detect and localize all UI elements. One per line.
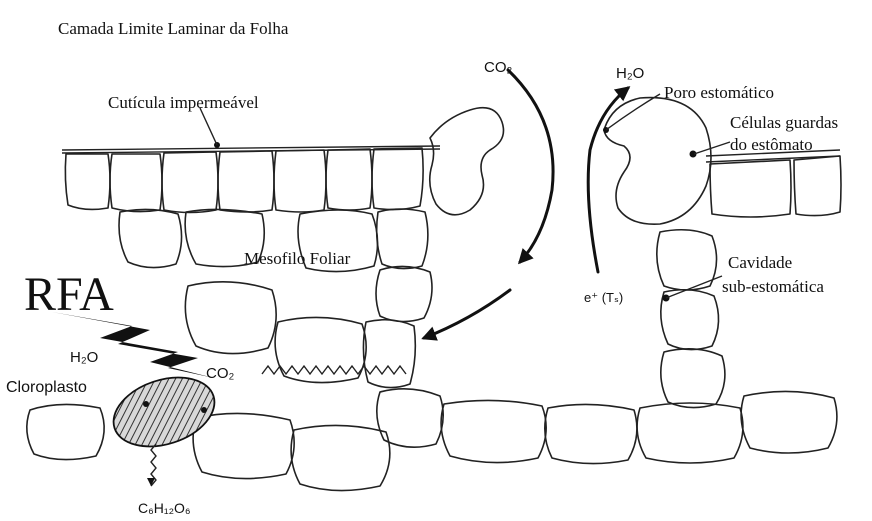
- glucose-label: C₆H₁₂O₆: [138, 500, 191, 516]
- lower-cell: [741, 391, 837, 453]
- lower-cell: [27, 404, 104, 459]
- epidermal-cell: [794, 156, 841, 216]
- energy-label: e⁺ (Tₛ): [584, 290, 623, 305]
- upper-epidermis: [62, 142, 440, 213]
- lower-cell: [637, 403, 743, 463]
- epidermal-cell: [162, 152, 218, 213]
- epidermal-cell: [372, 148, 423, 210]
- cuticle-label: Cutícula impermeável: [108, 93, 259, 112]
- co2-mesophyll-arrow: [424, 290, 510, 338]
- h2o-left-label: H₂O: [70, 349, 98, 366]
- epidermal-cell: [274, 150, 326, 212]
- diagram-title: Camada Limite Laminar da Folha: [58, 19, 289, 38]
- co2-inflow-arrow: [508, 70, 553, 262]
- mesophyll-cell: [363, 320, 415, 388]
- mesophyll-cell: [185, 282, 276, 354]
- guard-cells-label-1: Células guardas: [730, 113, 838, 132]
- h2o-top-label: H₂O: [616, 65, 644, 82]
- guard-cells-label-2: do estômato: [730, 135, 813, 154]
- co2-diffusion-zigzag: [262, 366, 406, 374]
- epidermal-cell: [218, 151, 274, 212]
- chamber-cell: [661, 349, 725, 408]
- chamber-label-1: Cavidade: [728, 253, 792, 272]
- chamber-label-2: sub-estomática: [722, 277, 824, 296]
- mesophyll-label: Mesofilo Foliar: [244, 249, 351, 268]
- mesophyll-cell: [376, 266, 432, 321]
- chamber-cell: [661, 290, 719, 350]
- rfa-label: RFA: [24, 268, 114, 321]
- right-guard-cell: [604, 98, 711, 225]
- lower-cell: [291, 425, 390, 490]
- h2o-outflow-arrow: [588, 88, 628, 272]
- lower-cell: [441, 400, 546, 462]
- left-guard-cell: [430, 108, 504, 215]
- co2-top-label: CO₂: [484, 59, 513, 76]
- co2-left-label: CO₂: [206, 365, 235, 382]
- chloroplast-label: Cloroplasto: [6, 379, 87, 396]
- substomatal-cells: [657, 230, 725, 408]
- epidermal-cell: [326, 149, 372, 210]
- epidermal-cell: [65, 154, 110, 209]
- mesophyll-cell: [377, 389, 443, 447]
- epidermal-cell: [710, 160, 791, 217]
- stomatal-pore-label: Poro estomático: [664, 83, 774, 102]
- mesophyll-cell: [377, 209, 428, 269]
- lower-cell: [193, 413, 294, 478]
- mesophyll-cell: [119, 209, 182, 267]
- epidermal-cell: [110, 154, 162, 212]
- lightning-bolt-icon: [52, 312, 214, 378]
- lower-cell: [545, 404, 637, 463]
